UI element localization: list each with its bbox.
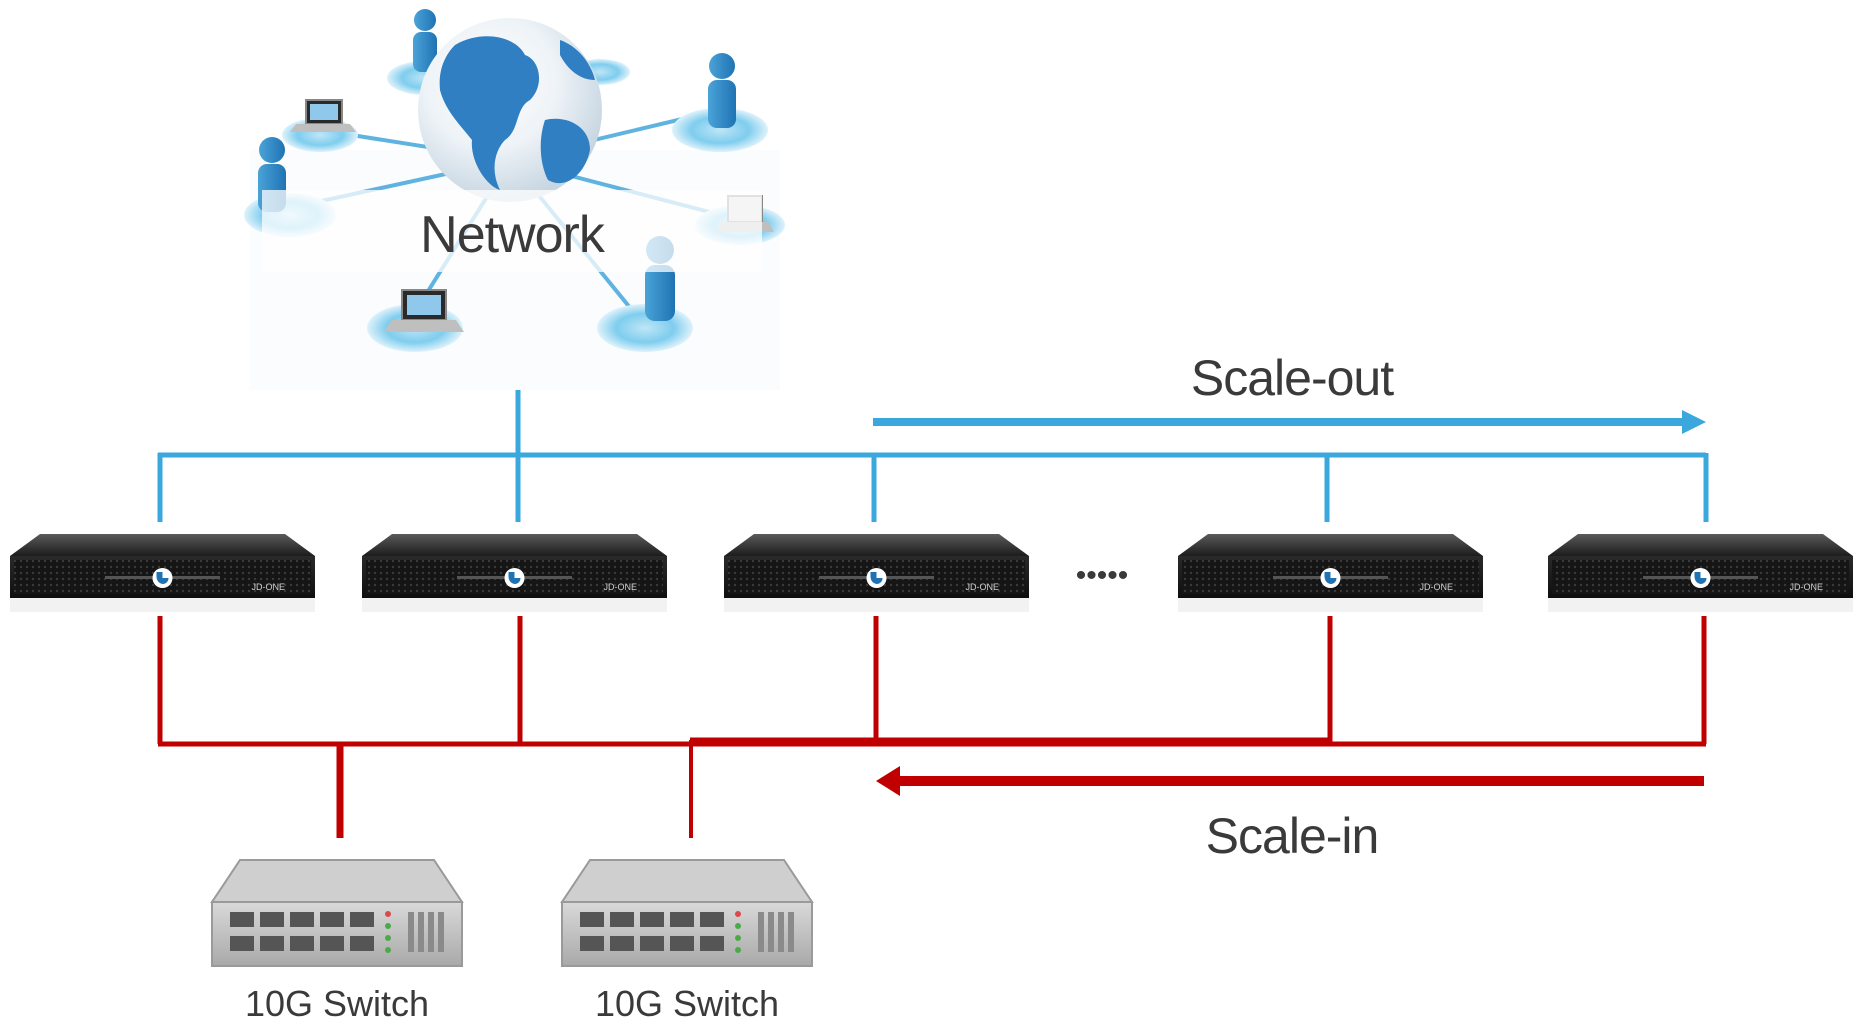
network-switch: 10G Switch bbox=[560, 859, 814, 1022]
shield-logo-icon bbox=[1320, 568, 1341, 588]
switch-icon bbox=[210, 859, 464, 967]
scale-in-arrow bbox=[876, 766, 1704, 796]
globe-icon bbox=[418, 18, 602, 202]
scale-in-label: Scale-in bbox=[1206, 808, 1379, 864]
server-brand: JD-ONE bbox=[1420, 582, 1454, 592]
shield-logo-icon bbox=[504, 568, 525, 588]
switch-icon bbox=[560, 859, 814, 967]
network-cloud: Network bbox=[244, 9, 785, 390]
server-brand: JD-ONE bbox=[1790, 582, 1824, 592]
switch-label: 10G Switch bbox=[595, 983, 779, 1022]
shield-logo-icon bbox=[866, 568, 887, 588]
shield-logo-icon bbox=[1690, 568, 1711, 588]
switch-uplinks bbox=[336, 740, 693, 838]
person-icon bbox=[413, 9, 437, 72]
rack-server: JD-ONE bbox=[10, 534, 315, 612]
server-brand: JD-ONE bbox=[252, 582, 286, 592]
network-label: Network bbox=[420, 206, 606, 264]
scale-out-arrow bbox=[873, 410, 1706, 434]
scale-in-bus bbox=[157, 616, 1707, 747]
laptop-icon bbox=[384, 289, 464, 332]
switch-label: 10G Switch bbox=[245, 983, 429, 1022]
scale-out-label: Scale-out bbox=[1191, 350, 1394, 406]
more-servers-ellipsis: ••••• bbox=[1076, 559, 1129, 592]
scale-out-bus bbox=[157, 390, 1709, 522]
server-brand: JD-ONE bbox=[604, 582, 638, 592]
rack-server: JD-ONE bbox=[1178, 534, 1483, 612]
network-switch: 10G Switch bbox=[210, 859, 464, 1022]
laptop-icon bbox=[290, 99, 356, 132]
rack-server: JD-ONE bbox=[724, 534, 1029, 612]
person-icon bbox=[708, 53, 736, 128]
shield-logo-icon bbox=[152, 568, 173, 588]
rack-server: JD-ONE bbox=[362, 534, 667, 612]
server-brand: JD-ONE bbox=[966, 582, 1000, 592]
rack-server: JD-ONE bbox=[1548, 534, 1853, 612]
